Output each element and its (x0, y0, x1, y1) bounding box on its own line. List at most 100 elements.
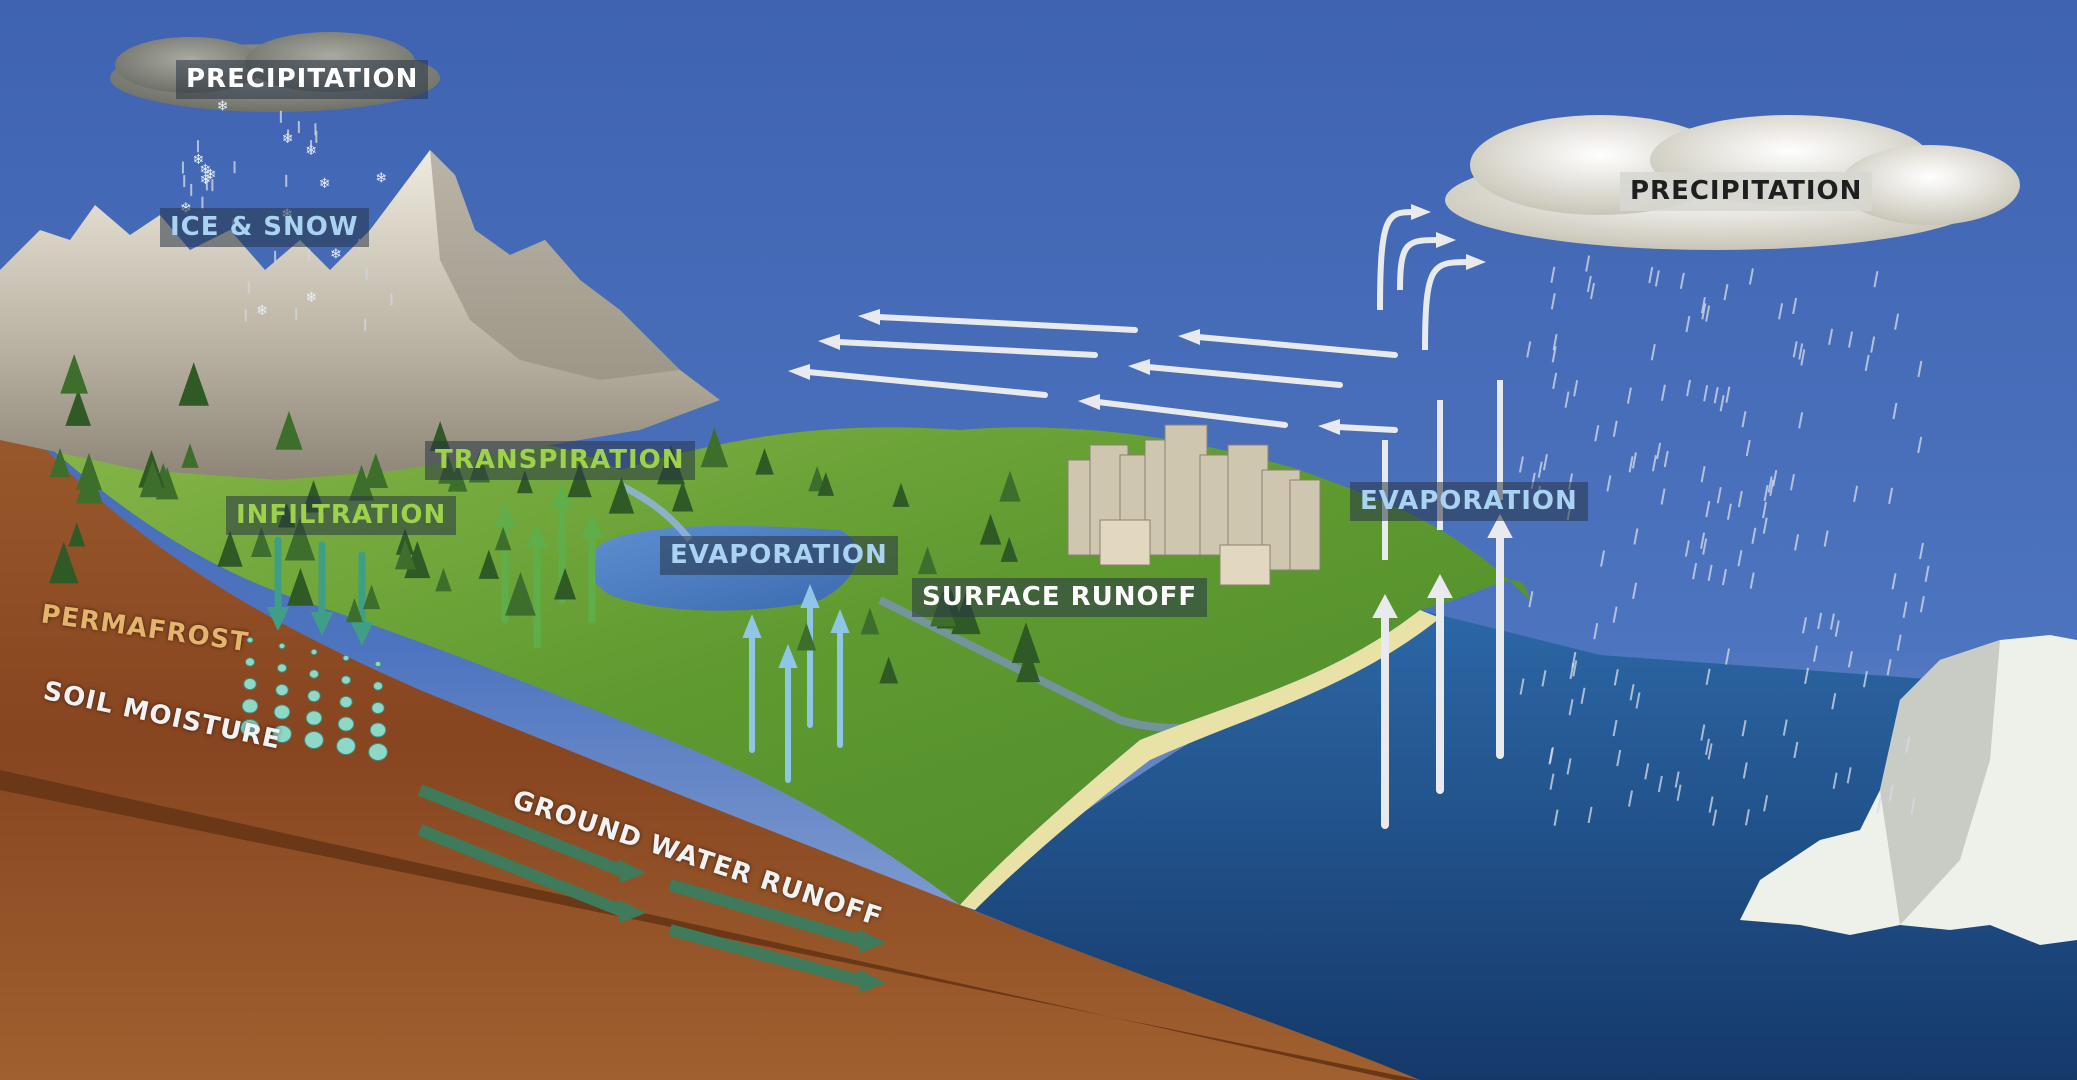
snowflake: ❄ (319, 176, 331, 192)
raindrop (1793, 741, 1799, 759)
soil-moisture-droplet (244, 657, 256, 667)
raindrop (1633, 528, 1639, 545)
raindrop (1707, 743, 1713, 760)
advection-arrow-head (1128, 359, 1150, 375)
tree (1011, 622, 1041, 663)
raindrop (1853, 485, 1859, 502)
raindrop (1674, 771, 1680, 788)
ocean (960, 610, 2077, 1080)
raindrop (1721, 568, 1727, 586)
soil-moisture-droplet (246, 636, 254, 644)
raindrop (1660, 384, 1666, 401)
lake-evaporation-arrow-head (800, 584, 820, 608)
soil-moisture-droplet (307, 689, 321, 703)
raindrop (1792, 341, 1798, 358)
raindrop (1828, 328, 1834, 346)
raindrop (1741, 411, 1747, 428)
curved-evaporation-arrow-head (1466, 254, 1486, 270)
advection-arrow-shaft (1095, 399, 1288, 428)
raindrop (1888, 785, 1894, 803)
lake-evaporation-arrow-head (778, 644, 798, 668)
tree (478, 549, 500, 579)
advection-arrow-shaft (835, 339, 1098, 358)
raindrop (1763, 484, 1769, 502)
raindrop (1590, 282, 1595, 300)
raindrop (1744, 809, 1750, 826)
raindrop (1708, 796, 1714, 813)
tree (287, 567, 314, 606)
tree (979, 513, 1002, 545)
raindrop (1737, 490, 1743, 508)
advection-arrow-head (788, 364, 810, 380)
ocean-evaporation-arrow-head (1372, 594, 1398, 618)
snowflake: ❄ (217, 99, 229, 115)
soil-moisture-droplet (368, 743, 388, 761)
raindrop (1548, 748, 1554, 765)
advection-arrow-shaft (875, 314, 1138, 333)
raindrop (1763, 795, 1769, 812)
tree (917, 546, 938, 575)
raindrop (1802, 617, 1807, 634)
soil-moisture-droplet (337, 716, 355, 732)
raindrop (1701, 303, 1707, 320)
raindrop (1831, 692, 1837, 710)
label-ice-snow: ICE & SNOW (160, 208, 369, 247)
tree (817, 472, 835, 496)
raindrop (1873, 271, 1879, 288)
raindrop (1552, 372, 1558, 390)
raindrop (1705, 668, 1711, 685)
raindrop (1892, 402, 1898, 420)
ground-water-arrow-shaft (417, 784, 625, 877)
raindrop (1832, 772, 1838, 789)
tree (1000, 536, 1018, 562)
label-precipitation-right: PRECIPITATION (1620, 172, 1873, 211)
raindrop (1644, 763, 1650, 780)
raindrop (1654, 270, 1660, 287)
raindrop (1628, 456, 1634, 473)
raindrop (1700, 297, 1706, 314)
mountain-range (0, 150, 720, 480)
raindrop (1657, 775, 1663, 793)
beach (960, 610, 1440, 910)
raindrop (1626, 387, 1632, 404)
raindrop (1542, 453, 1548, 471)
label-evaporation-lake: EVAPORATION (660, 536, 898, 575)
raindrop (1651, 455, 1657, 472)
advection-arrow-head (1078, 394, 1100, 410)
raindrop (1726, 503, 1732, 520)
advection-arrow-head (1318, 419, 1340, 435)
raindrop (1700, 466, 1706, 483)
transpiration-arrow-head (525, 524, 549, 548)
raindrop (1684, 540, 1690, 557)
label-evaporation-ocean: EVAPORATION (1350, 482, 1588, 521)
label-transpiration: TRANSPIRATION (425, 441, 695, 480)
raindrop (1616, 749, 1622, 767)
raindrop (1612, 606, 1618, 623)
ground-water-arrow-shaft (417, 824, 625, 917)
label-precipitation-left: PRECIPITATION (176, 60, 429, 99)
curved-evaporation-arrow (1377, 209, 1416, 311)
curved-evaporation-arrow (1397, 237, 1441, 291)
ocean-evaporation-arrow-head (1427, 574, 1453, 598)
ground-water-arrow-head (858, 969, 886, 993)
raindrop (1705, 500, 1711, 518)
raindrop (1568, 699, 1574, 716)
infiltration-arrow-head (310, 612, 334, 636)
tree (284, 516, 316, 561)
soil-moisture-droplet (304, 731, 324, 749)
soil-cross-section (0, 400, 1420, 1080)
tree (892, 482, 910, 507)
tree (494, 526, 512, 551)
raindrop (1896, 634, 1902, 651)
snowflake: ❄ (305, 290, 317, 306)
raindrop (1798, 343, 1804, 360)
raindrop (1628, 790, 1634, 807)
raindrop (1862, 670, 1868, 688)
raindrop (1528, 591, 1534, 608)
tree (178, 362, 209, 406)
advection-arrow-shaft (805, 369, 1048, 398)
raindrop (1635, 692, 1641, 709)
ground-water-arrows (417, 784, 886, 993)
soil-moisture-droplet (342, 654, 350, 662)
raindrop (1919, 595, 1925, 613)
